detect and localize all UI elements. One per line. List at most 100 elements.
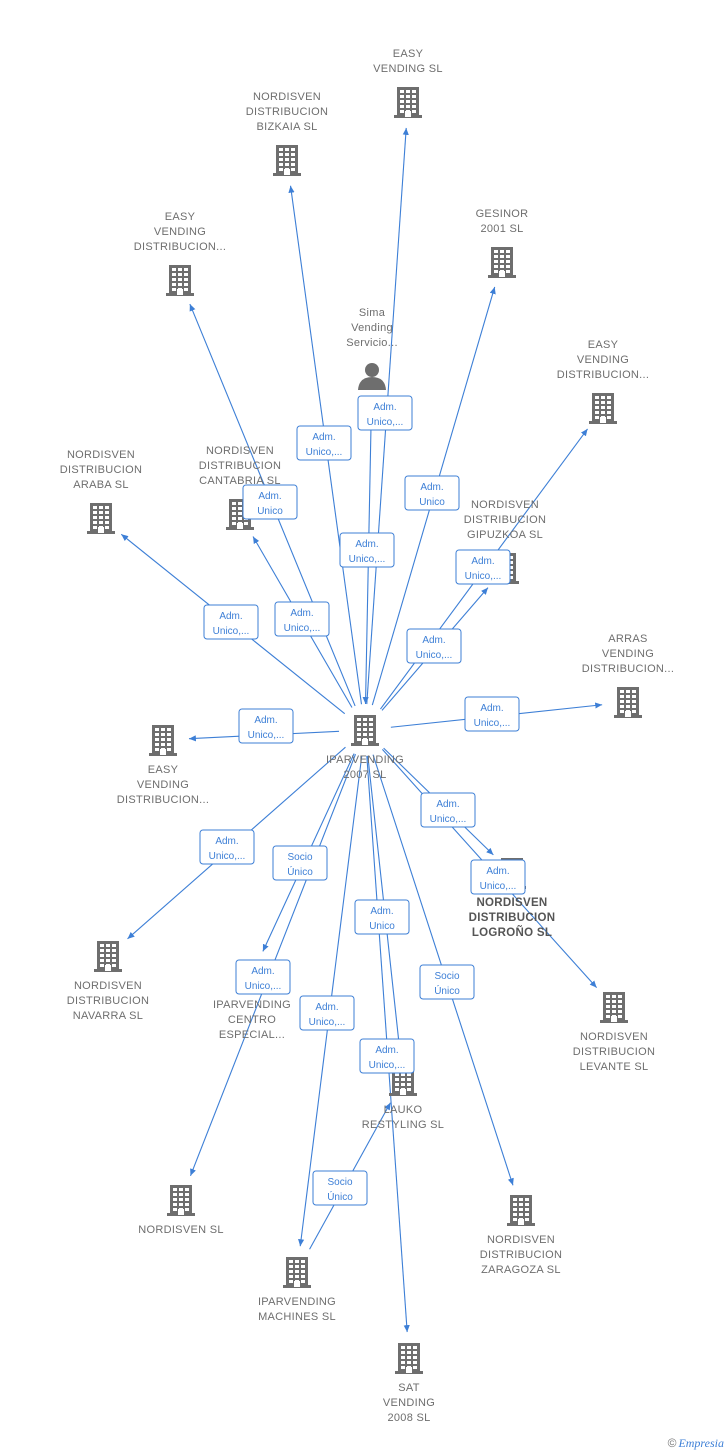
node-label-line: ARABA SL xyxy=(73,479,129,491)
relation-label-iparvending-bizkaia[interactable]: Adm.Unico,... xyxy=(296,425,352,461)
building-icon xyxy=(351,715,379,746)
relation-label-iparvending-machines[interactable]: Adm.Unico,... xyxy=(299,995,355,1031)
node-label-line: NORDISVEN SL xyxy=(138,1224,224,1236)
relation-label-iparvending-arras[interactable]: Adm. Unico,... xyxy=(464,696,520,732)
relation-text: Unico,... xyxy=(213,626,250,637)
node-label-line: NAVARRA SL xyxy=(73,1010,143,1022)
relation-label-iparvending-easy1[interactable]: Adm.Unico,... xyxy=(357,395,413,431)
relation-box xyxy=(238,708,294,744)
node-easy2[interactable]: EASYVENDINGDISTRIBUCION... xyxy=(134,211,227,296)
relation-text: Unico,... xyxy=(284,623,321,634)
relation-label-iparvending-zaragoza[interactable]: Adm.Unico,... xyxy=(359,1038,415,1074)
node-label-line: ARRAS xyxy=(608,633,647,645)
relation-label-iparvending-gesinor[interactable]: Adm.Unico xyxy=(404,475,460,511)
node-nordisven[interactable]: NORDISVEN SL xyxy=(138,1185,224,1236)
node-easy4[interactable]: EASYVENDINGDISTRIBUCION... xyxy=(117,725,210,806)
node-label-line: CANTABRIA SL xyxy=(199,475,281,487)
node-label-line: IPARVENDING xyxy=(326,754,404,766)
node-label-line: Servicio... xyxy=(346,337,398,349)
relation-label-iparvending-lauko[interactable]: Adm.Unico xyxy=(354,899,410,935)
relation-text: Adm. xyxy=(290,608,313,619)
node-label-line: NORDISVEN xyxy=(476,897,547,909)
relation-text: Unico,... xyxy=(430,814,467,825)
node-label-line: NORDISVEN xyxy=(253,91,321,103)
relation-label-iparvending-cantabria[interactable]: Adm. Unico,... xyxy=(274,601,330,637)
relation-label-iparvending-logrono[interactable]: Adm.Unico,... xyxy=(420,792,476,828)
building-icon xyxy=(600,992,628,1023)
relation-text: Unico xyxy=(369,921,395,932)
node-label-line: DISTRIBUCION xyxy=(60,464,142,476)
node-label-line: NORDISVEN xyxy=(206,445,274,457)
relation-label-iparvending-nordisven[interactable]: Adm.Unico,... xyxy=(235,959,291,995)
relation-label-iparvending-easy3[interactable]: Adm.Unico,... xyxy=(406,628,462,664)
node-arras[interactable]: ARRASVENDINGDISTRIBUCION... xyxy=(582,633,675,718)
relation-box xyxy=(199,829,255,865)
relation-label-iparvending-easy4[interactable]: Adm.Unico,... xyxy=(238,708,294,744)
relation-text: Adm. xyxy=(219,611,242,622)
relation-text: Adm. xyxy=(355,539,378,550)
node-label-line: DISTRIBUCION xyxy=(573,1046,655,1058)
relation-label-sima-iparvending[interactable]: Adm. Unico,... xyxy=(339,532,395,568)
relation-text: Unico xyxy=(257,506,283,517)
relation-text: Socio xyxy=(434,971,459,982)
relation-text: Unico,... xyxy=(474,718,511,729)
copyright-icon: © xyxy=(667,1436,677,1450)
relation-box xyxy=(359,1038,415,1074)
relation-box xyxy=(299,995,355,1031)
relation-text: Adm. xyxy=(471,556,494,567)
node-label-line: EASY xyxy=(588,339,619,351)
relation-box xyxy=(339,532,395,568)
relation-box xyxy=(406,628,462,664)
relation-text: Adm. xyxy=(480,703,503,714)
node-sima[interactable]: SimaVendingServicio... xyxy=(346,307,398,390)
node-label-line: MACHINES SL xyxy=(258,1311,336,1323)
node-label-line: DISTRIBUCION... xyxy=(557,369,650,381)
relation-box xyxy=(404,475,460,511)
node-label-line: SAT xyxy=(398,1382,419,1394)
relation-box xyxy=(354,899,410,935)
node-label-line: Sima xyxy=(359,307,386,319)
node-easy3[interactable]: EASYVENDINGDISTRIBUCION... xyxy=(557,339,650,424)
node-label-line: CENTRO xyxy=(228,1014,276,1026)
relation-box xyxy=(419,964,475,1000)
relation-text: Unico,... xyxy=(480,881,517,892)
relation-text: Adm. xyxy=(312,432,335,443)
relation-label-iparvending-araba[interactable]: Adm. Unico,... xyxy=(203,604,259,640)
node-label-line: BIZKAIA SL xyxy=(256,121,317,133)
relation-text: Unico,... xyxy=(369,1060,406,1071)
relation-text: Adm. xyxy=(215,836,238,847)
relation-box xyxy=(235,959,291,995)
relation-label-iparvending-navarra[interactable]: Adm.Unico,... xyxy=(199,829,255,865)
node-label-line: DISTRIBUCION xyxy=(469,912,556,924)
node-label-line: VENDING xyxy=(154,226,206,238)
relation-text: Unico,... xyxy=(349,554,386,565)
relation-text: Adm. xyxy=(258,491,281,502)
relation-text: Único xyxy=(327,1190,353,1203)
node-label-line: DISTRIBUCION xyxy=(464,514,546,526)
building-icon xyxy=(94,941,122,972)
node-label-line: DISTRIBUCION xyxy=(480,1249,562,1261)
building-icon xyxy=(149,725,177,756)
brand-logo[interactable]: Empresia xyxy=(678,1436,724,1450)
relation-label-iparvending-easy2[interactable]: Adm. Unico xyxy=(242,484,298,520)
relation-label-iparvending-gipuzkoa[interactable]: Adm.Unico,... xyxy=(455,549,511,585)
relation-text: Unico,... xyxy=(309,1017,346,1028)
relation-box xyxy=(312,1170,368,1206)
relation-label-iparvending-levante[interactable]: Adm.Unico,... xyxy=(470,859,526,895)
